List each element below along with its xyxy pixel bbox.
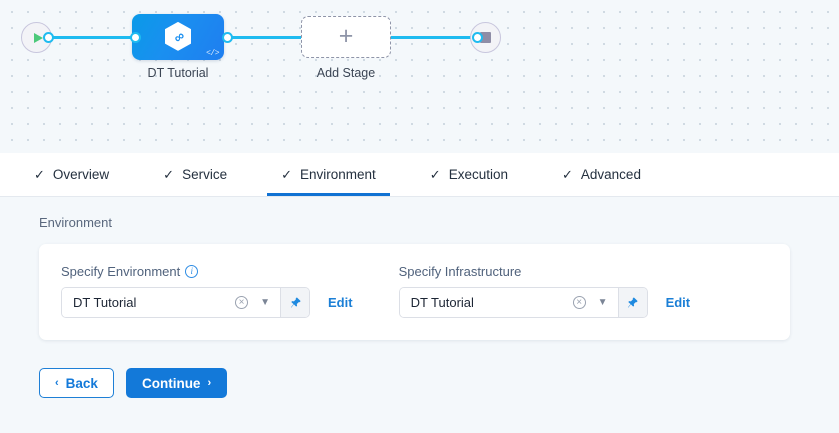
- stage-node-label: DT Tutorial: [147, 66, 209, 80]
- stage-node-input-port[interactable]: [130, 32, 141, 43]
- add-stage-label: Add Stage: [316, 66, 376, 80]
- stage-node-dt-tutorial[interactable]: ∞ </>: [132, 14, 224, 60]
- specify-environment-group: Specify Environment i DT Tutorial × ▼: [61, 264, 353, 318]
- environment-tab-panel: Environment Specify Environment i DT Tut…: [0, 197, 839, 433]
- play-icon: [33, 32, 43, 43]
- environment-select[interactable]: DT Tutorial × ▼: [62, 288, 280, 317]
- check-icon: ✓: [429, 167, 441, 182]
- continue-button[interactable]: Continue ›: [125, 368, 228, 398]
- infrastructure-edit-link[interactable]: Edit: [665, 295, 691, 310]
- tab-execution[interactable]: ✓ Execution: [416, 153, 522, 196]
- infrastructure-select-value: DT Tutorial: [410, 295, 474, 310]
- specify-environment-row: DT Tutorial × ▼ Edit: [61, 287, 353, 318]
- connector-line-stage-to-add: [228, 36, 303, 39]
- tab-overview-label: Overview: [52, 167, 110, 182]
- pin-icon: [290, 297, 301, 308]
- plus-icon: +: [338, 21, 354, 50]
- tab-advanced-label: Advanced: [580, 167, 641, 182]
- clear-icon[interactable]: ×: [572, 296, 586, 309]
- wizard-footer: ‹ Back Continue ›: [39, 368, 839, 398]
- pin-icon: [627, 297, 638, 308]
- tab-execution-label: Execution: [448, 167, 508, 182]
- hexagon-infinity-glyph: ∞: [169, 27, 187, 46]
- specify-environment-label-row: Specify Environment i: [61, 264, 353, 279]
- environment-card: Specify Environment i DT Tutorial × ▼: [39, 244, 790, 340]
- stage-node-output-port[interactable]: [222, 32, 233, 43]
- specify-infrastructure-label-row: Specify Infrastructure: [399, 264, 691, 279]
- chevron-right-icon: ›: [207, 377, 212, 389]
- add-stage-node[interactable]: +: [301, 16, 391, 58]
- connector-line-start-to-stage: [46, 36, 136, 39]
- start-node-output-port[interactable]: [43, 32, 54, 43]
- chevron-down-icon[interactable]: ▼: [260, 297, 270, 308]
- infrastructure-pin-button[interactable]: [617, 288, 647, 317]
- stop-icon: [480, 32, 491, 43]
- environment-select-value: DT Tutorial: [73, 295, 137, 310]
- section-title: Environment: [39, 215, 112, 230]
- check-icon: ✓: [34, 167, 45, 182]
- pipeline-canvas[interactable]: ∞ </> DT Tutorial + Add Stage: [0, 0, 839, 153]
- check-icon: ✓: [163, 167, 175, 182]
- chevron-left-icon: ‹: [55, 377, 59, 389]
- environment-pin-button[interactable]: [280, 288, 309, 317]
- specify-environment-label: Specify Environment: [61, 264, 181, 279]
- tab-service[interactable]: ✓ Service: [149, 153, 241, 196]
- chevron-down-icon[interactable]: ▼: [597, 297, 608, 308]
- stage-tab-bar: ✓ Overview ✓ Service ✓ Environment ✓ Exe…: [0, 153, 839, 197]
- clear-icon[interactable]: ×: [235, 296, 249, 309]
- connector-line-add-to-end: [390, 36, 480, 39]
- environment-edit-link[interactable]: Edit: [328, 295, 353, 310]
- infrastructure-select[interactable]: DT Tutorial × ▼: [399, 288, 618, 317]
- check-icon: ✓: [562, 167, 573, 182]
- infrastructure-select-wrap[interactable]: DT Tutorial × ▼: [398, 287, 648, 318]
- back-button-label: Back: [65, 375, 98, 391]
- harness-hexagon-icon: ∞: [165, 21, 191, 51]
- tab-service-label: Service: [182, 167, 228, 182]
- tab-environment[interactable]: ✓ Environment: [267, 153, 390, 196]
- tab-environment-label: Environment: [300, 167, 376, 182]
- specify-infrastructure-label: Specify Infrastructure: [398, 264, 522, 279]
- info-icon[interactable]: i: [185, 265, 199, 278]
- specify-infrastructure-group: Specify Infrastructure DT Tutorial × ▼: [398, 264, 691, 318]
- back-button[interactable]: ‹ Back: [39, 368, 114, 398]
- specify-infrastructure-row: DT Tutorial × ▼ Edit: [398, 287, 691, 318]
- tab-overview[interactable]: ✓ Overview: [20, 153, 123, 196]
- tab-advanced[interactable]: ✓ Advanced: [548, 153, 655, 196]
- continue-button-label: Continue: [141, 375, 201, 391]
- end-node-input-port[interactable]: [472, 32, 483, 43]
- check-icon: ✓: [281, 167, 292, 182]
- environment-select-wrap[interactable]: DT Tutorial × ▼: [61, 287, 310, 318]
- code-badge-icon: </>: [206, 49, 219, 58]
